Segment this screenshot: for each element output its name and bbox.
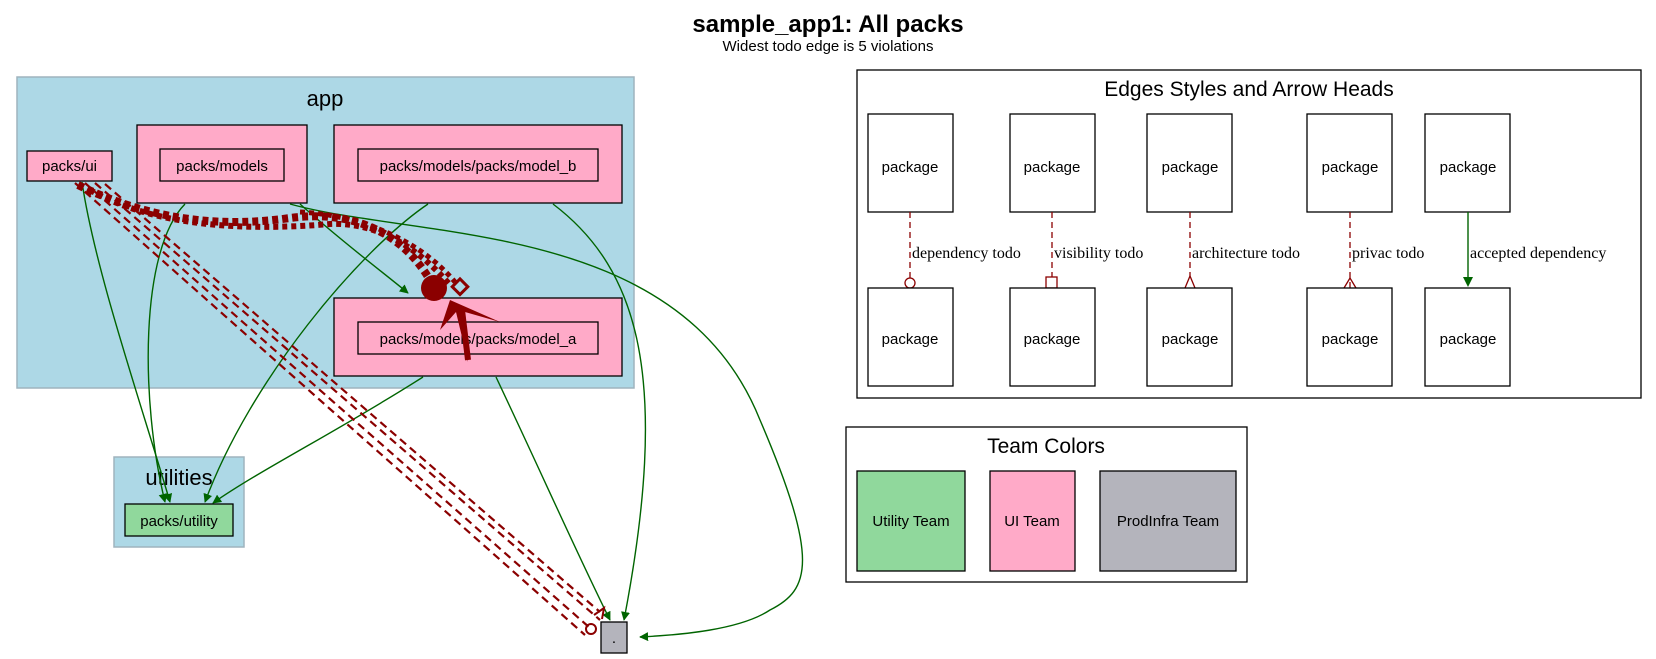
- edge-ui-root-todo-2: [74, 182, 586, 636]
- node-model-b-label: packs/models/packs/model_b: [380, 158, 577, 175]
- legend-package-label: package: [1024, 331, 1081, 348]
- legend-package-label: package: [1440, 159, 1497, 176]
- legend-edge-label: dependency todo: [912, 245, 1021, 262]
- legend-package-label: package: [1440, 331, 1497, 348]
- node-packs-utility[interactable]: packs/utility: [124, 503, 234, 537]
- team-prodinfra-label: ProdInfra Team: [1117, 513, 1219, 530]
- legend-package-label: package: [882, 159, 939, 176]
- legend-edge-accepted-dependency: package accepted dependency package: [1424, 113, 1606, 387]
- edge-models-utility: [147, 203, 186, 503]
- team-prodinfra: ProdInfra Team: [1099, 470, 1237, 572]
- team-ui: UI Team: [989, 470, 1076, 572]
- edge-model-b-root: [552, 203, 647, 621]
- todo-edges: [74, 181, 606, 636]
- legend-package-label: package: [1162, 331, 1219, 348]
- edge-model-a-utility: [212, 376, 424, 504]
- legend-edge-architecture-todo: package architecture todo package: [1146, 113, 1300, 387]
- legend-package-label: package: [1322, 331, 1379, 348]
- node-model-a[interactable]: packs/models/packs/model_a: [333, 297, 623, 377]
- team-utility: Utility Team: [856, 470, 966, 572]
- node-packs-models-label: packs/models: [176, 158, 268, 175]
- node-packs-ui-label: packs/ui: [42, 158, 97, 175]
- edge-model-a-root: [495, 376, 611, 621]
- node-packs-models[interactable]: packs/models: [136, 124, 308, 204]
- edge-ui-model-a-todo-2: [88, 187, 453, 287]
- edge-ui-utility: [81, 181, 173, 503]
- node-model-b[interactable]: packs/models/packs/model_b: [333, 124, 623, 204]
- legend-edge-label: privac todo: [1352, 245, 1424, 262]
- edge-legend-title: Edges Styles and Arrow Heads: [1104, 78, 1394, 101]
- legend-edge-label: accepted dependency: [1470, 245, 1606, 262]
- legend-edge-visibility-todo: package visibility todo package: [1009, 113, 1143, 387]
- cluster-utilities-label: utilities: [145, 465, 212, 490]
- legend-package-label: package: [1322, 159, 1379, 176]
- team-ui-label: UI Team: [1004, 513, 1060, 530]
- edge-models-root: [289, 203, 804, 642]
- legend-edge-privacy-todo: package privac todo package: [1306, 113, 1424, 387]
- edge-ui-root-todo-1: [84, 182, 591, 629]
- node-root[interactable]: .: [600, 621, 628, 654]
- legend-edge-label: visibility todo: [1054, 245, 1143, 262]
- cluster-app-label: app: [307, 86, 344, 111]
- diagram-title: sample_app1: All packs: [692, 11, 963, 38]
- edge-model-b-model-a-todo: [299, 209, 457, 284]
- diagram-subtitle: Widest todo edge is 5 violations: [723, 38, 934, 55]
- edge-legend: Edges Styles and Arrow Heads package dep…: [856, 69, 1642, 399]
- team-legend: Team Colors Utility Team UI Team ProdInf…: [845, 426, 1248, 583]
- legend-package-label: package: [1162, 159, 1219, 176]
- edge-ui-root-todo-3: [94, 182, 601, 621]
- legend-package-label: package: [882, 331, 939, 348]
- node-packs-ui[interactable]: packs/ui: [26, 150, 113, 182]
- legend-edge-label: architecture todo: [1192, 245, 1300, 262]
- legend-edge-dependency-todo: package dependency todo package: [867, 113, 1021, 387]
- team-legend-title: Team Colors: [987, 435, 1105, 458]
- edge-ui-root-todo-4: [104, 183, 601, 613]
- legend-package-label: package: [1024, 159, 1081, 176]
- dependency-edges: [81, 181, 804, 642]
- team-utility-label: Utility Team: [872, 513, 949, 530]
- edge-model-b-utility: [203, 203, 429, 503]
- node-packs-utility-label: packs/utility: [140, 513, 218, 530]
- node-model-a-label: packs/models/packs/model_a: [380, 331, 577, 348]
- node-root-label: .: [612, 630, 616, 647]
